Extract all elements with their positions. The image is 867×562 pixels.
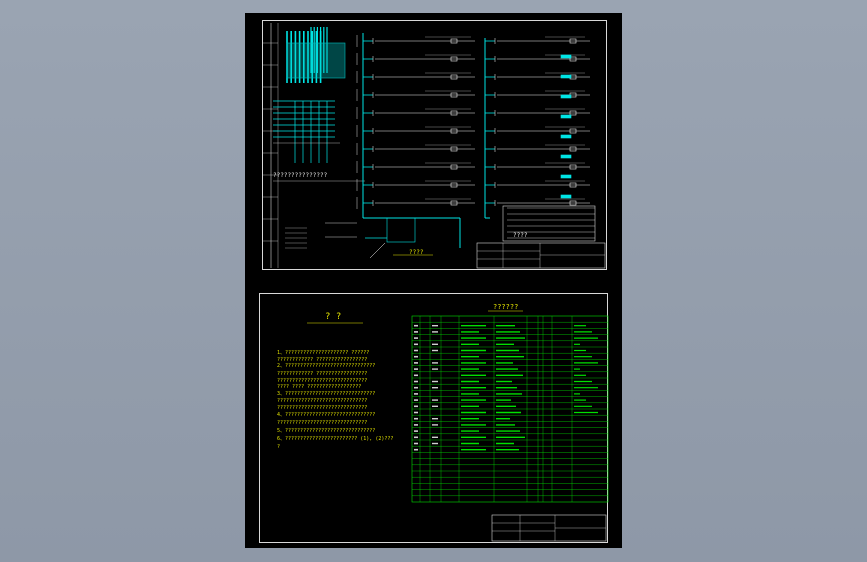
load-box — [450, 164, 458, 170]
notes-title: ? ? — [325, 312, 342, 322]
title-block — [476, 242, 606, 269]
note-line: 4、?????????????????????????????? — [277, 412, 376, 418]
note-line: ???????????? ????????????????? — [277, 371, 368, 377]
note-line: ?????????????????????????????? — [277, 398, 368, 404]
cyan-tag — [560, 134, 572, 139]
load-box — [450, 182, 458, 188]
note-line: ???????????? ????????????????? — [277, 357, 368, 363]
load-box — [569, 38, 577, 44]
note-line: 6、???????????????????????? (1), (2)??? — [277, 436, 394, 442]
schematic-caption-bottom: ???? — [409, 249, 424, 256]
table-title: ?????? — [493, 303, 519, 311]
note-line: ? — [277, 444, 281, 450]
incoming-arrow — [369, 242, 386, 259]
schematic-caption-right: ???? — [513, 232, 528, 239]
load-box — [569, 164, 577, 170]
cyan-tag — [560, 94, 572, 99]
load-box — [450, 200, 458, 206]
load-box — [569, 182, 577, 188]
load-box — [569, 110, 577, 116]
load-box — [450, 38, 458, 44]
load-box — [569, 200, 577, 206]
drawing-sheet: ??????????????? ???? ???? ? ? ?????? 1、?… — [245, 13, 622, 548]
sub-panel-box — [502, 205, 596, 242]
schematic-caption-left: ??????????????? — [273, 172, 328, 179]
note-line: ???? ???? ?????????????????? — [277, 384, 362, 390]
load-box — [450, 146, 458, 152]
note-line: ?????????????????????????????? — [277, 420, 368, 426]
sheet2-frame — [259, 293, 608, 543]
cyan-tag — [560, 194, 572, 199]
note-line: 3、?????????????????????????????? — [277, 391, 376, 397]
cyan-tag — [560, 174, 572, 179]
note-line: 2、?????????????????????????????? — [277, 363, 376, 369]
load-box — [569, 128, 577, 134]
load-box — [450, 110, 458, 116]
load-box — [450, 92, 458, 98]
load-box — [450, 128, 458, 134]
load-box — [569, 56, 577, 62]
cyan-tag — [560, 154, 572, 159]
load-box — [450, 56, 458, 62]
busbar-block — [286, 42, 346, 79]
main-switch-box — [386, 217, 416, 243]
sheet1-frame — [262, 20, 607, 270]
note-line: ?????????????????????????????? — [277, 405, 368, 411]
note-line: 5、?????????????????????????????? — [277, 428, 376, 434]
note-line: 1、????????????????????? ?????? — [277, 350, 370, 356]
cyan-tag — [560, 54, 572, 59]
note-line: ?????????????????????????????? — [277, 378, 368, 384]
cyan-tag — [560, 114, 572, 119]
load-box — [450, 74, 458, 80]
schematic-drawing — [262, 23, 609, 542]
cyan-tag — [560, 74, 572, 79]
load-box — [569, 146, 577, 152]
